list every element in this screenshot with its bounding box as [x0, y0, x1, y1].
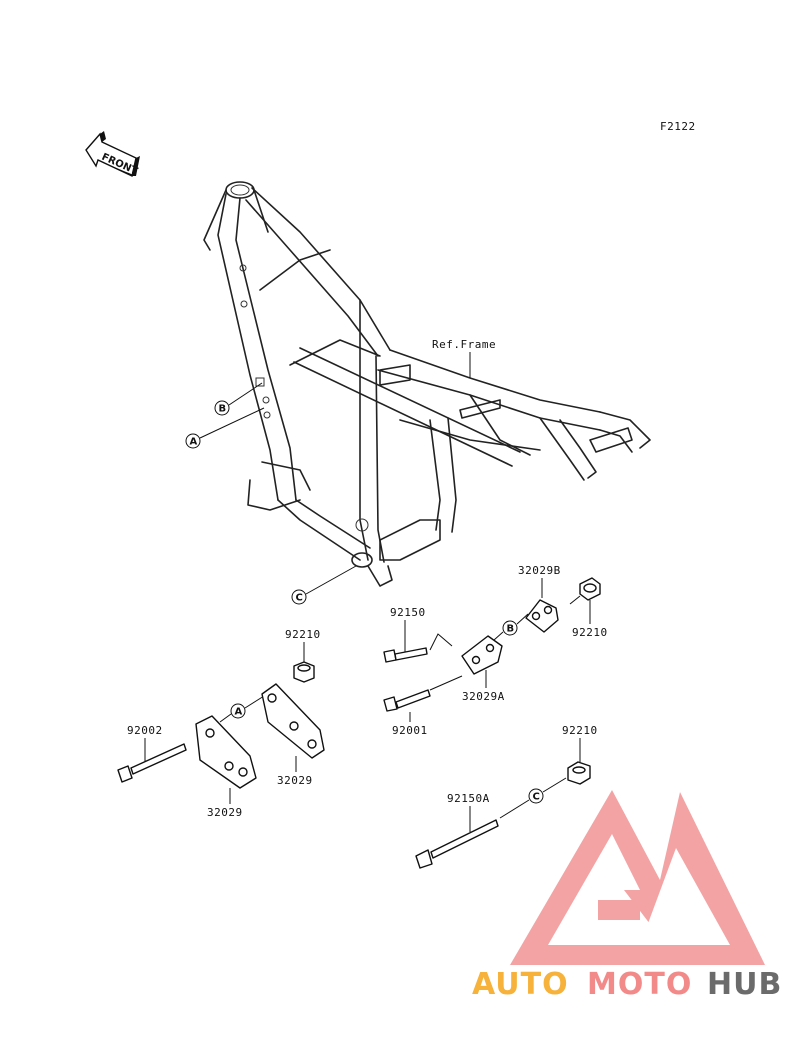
- bracket-32029-right: 32029: [261, 683, 325, 787]
- nut-92210-lower-right: 92210: [562, 724, 598, 785]
- svg-text:32029B: 32029B: [518, 564, 561, 577]
- nut-92210-top-right: 92210: [569, 577, 608, 639]
- svg-text:92001: 92001: [392, 724, 428, 737]
- front-arrow-icon: FRONT: [85, 131, 140, 177]
- svg-text:C: C: [533, 792, 540, 803]
- svg-text:92150A: 92150A: [447, 792, 490, 805]
- callout-c-bolt: C: [499, 777, 567, 819]
- svg-text:92210: 92210: [285, 628, 321, 641]
- nut-92210-mid: 92210: [285, 628, 321, 683]
- bracket-32029A: 32029A: [461, 635, 505, 703]
- bolt-92150A: 92150A: [415, 792, 499, 869]
- svg-text:92002: 92002: [127, 724, 163, 737]
- svg-text:AUTO: AUTO: [472, 967, 569, 1002]
- bolt-92002: 92002: [117, 724, 187, 783]
- svg-text:92210: 92210: [562, 724, 598, 737]
- svg-text:92150: 92150: [390, 606, 426, 619]
- callout-b-frame: B: [214, 382, 263, 416]
- svg-text:A: A: [235, 707, 243, 718]
- svg-text:32029: 32029: [277, 774, 313, 787]
- svg-text:A: A: [190, 437, 198, 448]
- watermark-text: AUTO MOTO HUB: [472, 967, 782, 1002]
- svg-text:MOTO: MOTO: [587, 967, 692, 1002]
- callout-b-bracket: B: [493, 613, 529, 641]
- bolt-92001: 92001: [383, 675, 463, 737]
- callout-a-bracket: A: [219, 695, 265, 723]
- svg-text:B: B: [507, 624, 515, 635]
- svg-text:32029A: 32029A: [462, 690, 505, 703]
- callout-a-frame: A: [185, 407, 265, 449]
- bracket-32029B: 32029B: [518, 564, 561, 633]
- svg-text:32029: 32029: [207, 806, 243, 819]
- watermark-logo-icon: [510, 790, 765, 965]
- motorcycle-frame: [203, 181, 651, 587]
- figure-code: F2122: [660, 120, 696, 133]
- svg-text:B: B: [219, 404, 227, 415]
- bracket-32029-left: 32029: [195, 715, 257, 819]
- svg-text:C: C: [296, 593, 303, 604]
- ref-frame-label: Ref.Frame: [432, 338, 496, 351]
- svg-text:HUB: HUB: [707, 967, 782, 1002]
- bolt-92150: 92150: [383, 606, 453, 663]
- svg-text:92210: 92210: [572, 626, 608, 639]
- callout-c-frame: C: [291, 565, 357, 605]
